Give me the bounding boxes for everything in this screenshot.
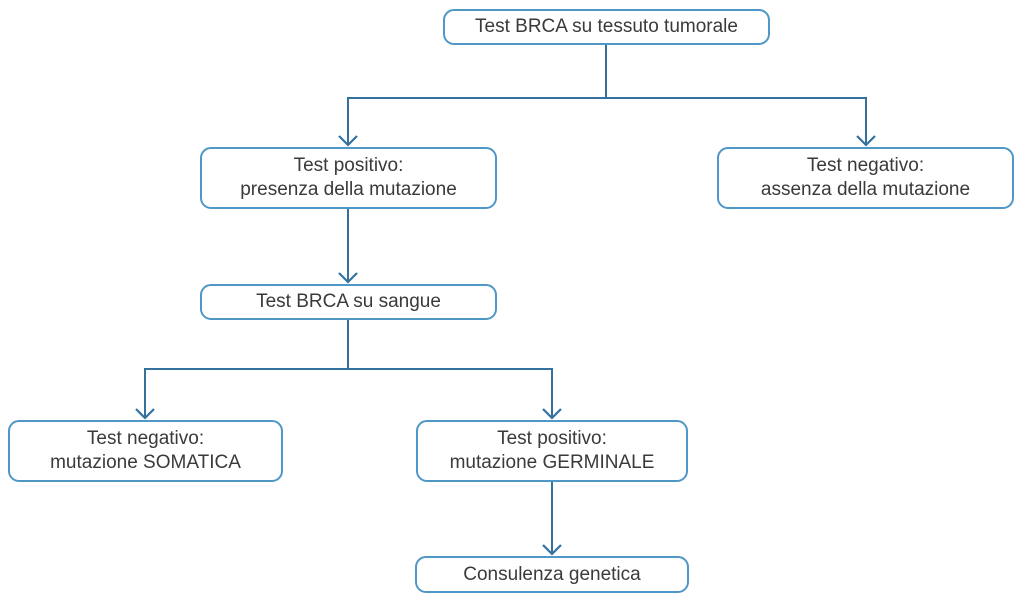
node-label-line1: Test negativo: bbox=[806, 155, 925, 176]
node-label: Test BRCA su tessuto tumorale bbox=[475, 16, 738, 37]
node-tissue-test-negative: Test negativo: assenza della mutazione bbox=[717, 147, 1014, 209]
node-label-line2: mutazione GERMINALE bbox=[449, 452, 655, 473]
node-label-line2: assenza della mutazione bbox=[760, 179, 971, 200]
node-label: Consulenza genetica bbox=[463, 563, 641, 585]
node-label-line1: Test positivo: bbox=[293, 155, 404, 176]
node-label: Test BRCA su sangue bbox=[256, 291, 441, 312]
node-label-line1: Test positivo: bbox=[497, 428, 607, 449]
node-somatic-mutation: Test negativo: mutazione SOMATICA bbox=[8, 420, 283, 482]
node-test-brca-tumor-tissue: Test BRCA su tessuto tumorale bbox=[443, 9, 770, 45]
node-test-brca-blood: Test BRCA su sangue bbox=[200, 284, 497, 320]
node-label-line2: presenza della mutazione bbox=[240, 179, 457, 200]
node-germline-mutation: Test positivo: mutazione GERMINALE bbox=[416, 420, 688, 482]
node-genetic-counseling: Consulenza genetica bbox=[415, 556, 689, 593]
node-label-line1: Test negativo: bbox=[86, 428, 205, 449]
node-label-line2: mutazione SOMATICA bbox=[50, 452, 241, 473]
node-tissue-test-positive: Test positivo: presenza della mutazione bbox=[200, 147, 497, 209]
